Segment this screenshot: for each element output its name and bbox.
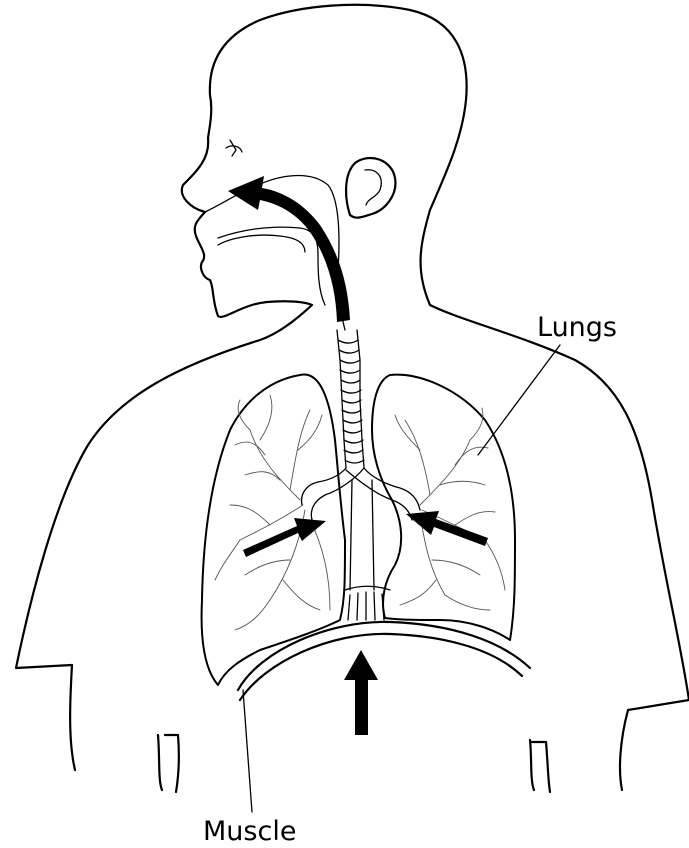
mediastinum (350, 480, 374, 590)
airflow-curved-arrow (228, 176, 350, 322)
lungs-callout-line (478, 345, 560, 455)
muscle-label: Muscle (203, 818, 296, 845)
muscle-callout-line (243, 690, 252, 812)
right-arm-line (530, 740, 534, 790)
eyebrow (230, 140, 236, 156)
right-lung (372, 375, 515, 640)
left-lung (202, 374, 345, 685)
lungs-label: Lungs (537, 314, 617, 341)
ear-inner (365, 170, 381, 205)
left-arm-line (158, 735, 162, 790)
left-arm-line-2 (165, 735, 179, 792)
mouth-line (218, 235, 305, 252)
ear (346, 158, 395, 218)
diaphragm-up-arrow (344, 650, 378, 735)
right-arm-line-2 (532, 742, 550, 792)
diaphragm-muscle-inner (240, 634, 522, 700)
